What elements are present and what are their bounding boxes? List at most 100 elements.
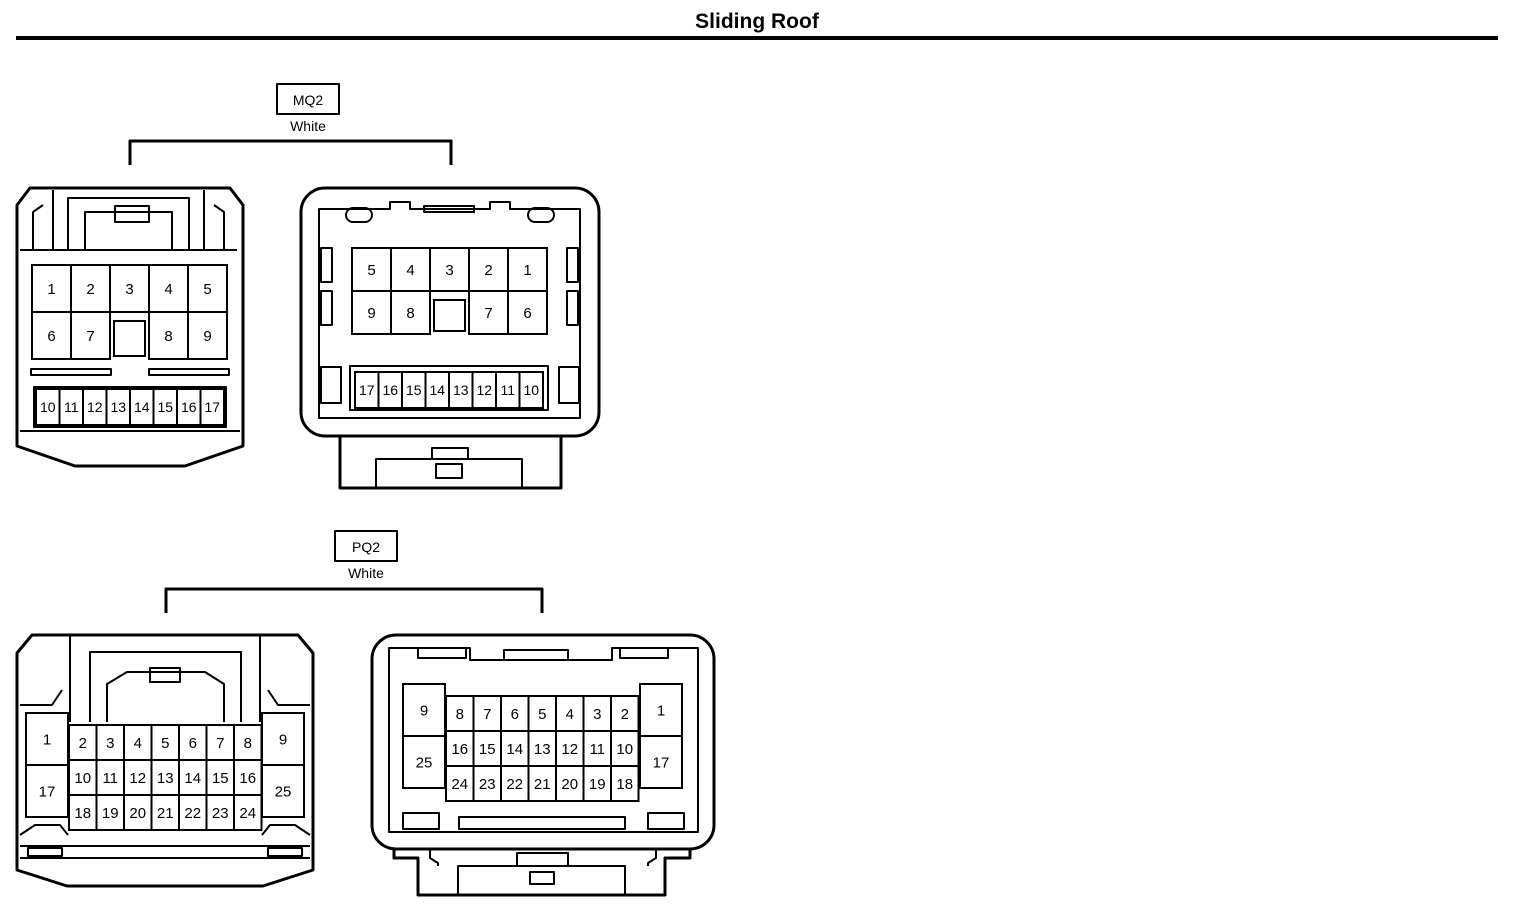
pin-3: 3 xyxy=(125,281,133,298)
pin-18: 18 xyxy=(616,776,633,793)
pin-13: 13 xyxy=(534,741,551,758)
pin-25: 25 xyxy=(275,783,292,800)
pin-2: 2 xyxy=(79,735,87,752)
pin-24: 24 xyxy=(451,776,468,793)
pin-11-box xyxy=(95,759,125,796)
pin-4: 4 xyxy=(164,281,172,298)
pin-21-box xyxy=(527,765,557,802)
pin-11: 11 xyxy=(64,399,79,415)
pin-24: 24 xyxy=(239,805,256,822)
pin-5-box xyxy=(527,695,557,732)
pin-17: 17 xyxy=(359,382,375,398)
pin-14: 14 xyxy=(134,399,150,415)
pin-7: 7 xyxy=(86,328,94,345)
pin-20: 20 xyxy=(561,776,578,793)
pq2-left-housing xyxy=(15,633,315,888)
title-divider xyxy=(16,36,1498,40)
pin-13: 13 xyxy=(453,382,469,398)
pin-15-box xyxy=(472,730,502,767)
pin-10-box xyxy=(68,759,98,796)
pin-14: 14 xyxy=(184,770,201,787)
pin-15: 15 xyxy=(479,741,496,758)
pin-12: 12 xyxy=(129,770,146,787)
pin-15: 15 xyxy=(212,770,229,787)
pin-10-box xyxy=(518,371,544,409)
pin-1: 1 xyxy=(657,702,665,719)
pin-18-box xyxy=(610,765,640,802)
pin-17-box xyxy=(199,388,225,426)
pin-7: 7 xyxy=(484,305,492,322)
mq2-right-housing xyxy=(299,186,601,438)
pin-10: 10 xyxy=(616,741,633,758)
pin-1: 1 xyxy=(47,281,55,298)
pin-9: 9 xyxy=(203,328,211,345)
pin-14: 14 xyxy=(429,382,445,398)
key-slot xyxy=(433,299,466,332)
pin-2: 2 xyxy=(621,706,629,723)
pin-23-box xyxy=(472,765,502,802)
mq2-code-box xyxy=(276,83,340,115)
pin-4-box xyxy=(123,724,153,761)
pin-1-box xyxy=(639,683,683,737)
pin-20: 20 xyxy=(129,805,146,822)
pin-13: 13 xyxy=(110,399,126,415)
pin-11: 11 xyxy=(500,382,515,398)
pin-17-box xyxy=(639,735,683,789)
pin-6-box xyxy=(507,290,548,335)
pin-5: 5 xyxy=(203,281,211,298)
pin-8: 8 xyxy=(456,706,464,723)
page-title: Sliding Roof xyxy=(695,10,819,33)
pin-19-box xyxy=(95,794,125,831)
pin-5: 5 xyxy=(538,706,546,723)
mq2-color: White xyxy=(290,118,326,134)
pin-3-box xyxy=(429,247,470,292)
pq2-label-group: PQ2 White xyxy=(164,530,544,613)
pin-16: 16 xyxy=(451,741,468,758)
pin-5: 5 xyxy=(367,262,375,279)
pin-3-box xyxy=(109,264,150,313)
pin-12: 12 xyxy=(87,399,103,415)
pin-2: 2 xyxy=(86,281,94,298)
pin-4: 4 xyxy=(134,735,142,752)
pin-9-box xyxy=(351,290,392,335)
pin-16: 16 xyxy=(382,382,398,398)
pin-12: 12 xyxy=(476,382,492,398)
pin-8-box xyxy=(148,311,189,360)
pin-13: 13 xyxy=(157,770,174,787)
pin-11: 11 xyxy=(589,741,605,758)
pin-6: 6 xyxy=(511,706,519,723)
pin-22: 22 xyxy=(506,776,523,793)
pin-8: 8 xyxy=(244,735,252,752)
pin-1-box xyxy=(25,712,69,766)
pin-15-box xyxy=(205,759,235,796)
pq2-code: PQ2 xyxy=(352,539,380,555)
pin-10: 10 xyxy=(74,770,91,787)
pin-21: 21 xyxy=(534,776,551,793)
pin-7: 7 xyxy=(216,735,224,752)
pq2-right-housing xyxy=(370,633,716,851)
pin-25-box xyxy=(261,764,305,818)
pin-22: 22 xyxy=(184,805,201,822)
pin-23: 23 xyxy=(212,805,229,822)
pin-13-box xyxy=(527,730,557,767)
pin-9: 9 xyxy=(367,305,375,322)
pin-3: 3 xyxy=(106,735,114,752)
pin-1: 1 xyxy=(43,731,51,748)
pin-2: 2 xyxy=(484,262,492,279)
pin-7-box xyxy=(70,311,111,360)
pin-17-box xyxy=(25,764,69,818)
pin-19: 19 xyxy=(589,776,606,793)
pin-19: 19 xyxy=(102,805,119,822)
pin-20-box xyxy=(123,794,153,831)
mq2-bracket xyxy=(128,139,453,165)
pin-21: 21 xyxy=(157,805,174,822)
pin-4: 4 xyxy=(566,706,574,723)
mq2-left-housing xyxy=(15,186,245,468)
pq2-color: White xyxy=(348,565,384,581)
pin-18: 18 xyxy=(74,805,91,822)
pin-17: 17 xyxy=(204,399,220,415)
pin-23-box xyxy=(205,794,235,831)
pin-8: 8 xyxy=(406,305,414,322)
